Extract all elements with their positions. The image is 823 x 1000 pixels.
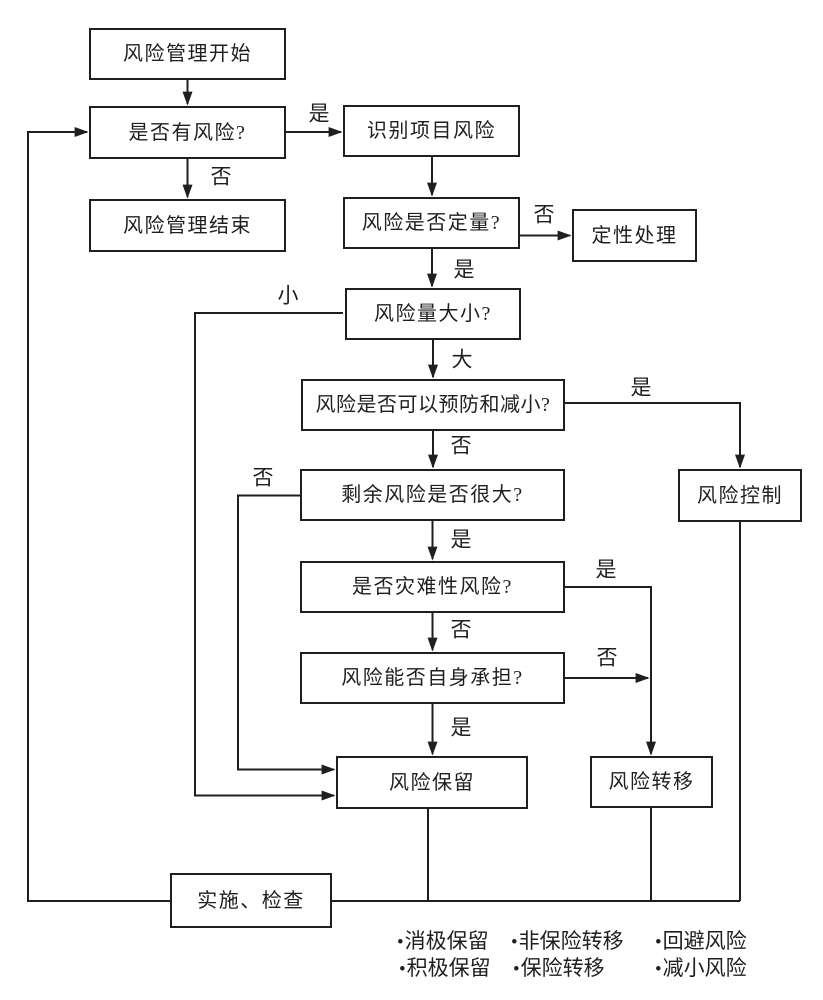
edge-prevent-yes-control [565, 402, 745, 469]
edge-label-no-qualitative: 否 [533, 202, 555, 227]
edge-label-yes-from-catastrophic: 是 [595, 557, 617, 582]
legend-label: 回避风险 [662, 929, 747, 953]
edge-label-no-from-selfbear: 否 [596, 645, 618, 670]
legend-item-insurance-transfer: •保险转移 [513, 956, 605, 981]
edge-label-yes-magnitude: 是 [453, 257, 475, 282]
legend-item-passive-retention: •消极保留 [397, 929, 489, 954]
edge-label-no-selfbear: 否 [450, 617, 472, 642]
edge-residual-no-retention [237, 494, 336, 775]
node-control: 风险控制 [678, 469, 802, 522]
legend-item-noninsurance-transfer: •非保险转移 [511, 929, 624, 954]
edge-label-no-from-residual: 否 [252, 465, 274, 490]
node-magnitude: 风险量大小? [345, 288, 521, 340]
edge-magnitude-small-retention [194, 312, 343, 801]
bullet-icon: • [513, 959, 520, 980]
legend-label: 消极保留 [404, 929, 489, 953]
edge-label-big: 大 [451, 347, 473, 372]
bullet-icon: • [397, 932, 404, 953]
legend-label: 积极保留 [406, 956, 491, 980]
node-retention: 风险保留 [336, 756, 528, 809]
node-quantify: 风险是否定量? [343, 197, 520, 249]
node-identify: 识别项目风险 [343, 105, 520, 157]
bullet-icon: • [399, 959, 406, 980]
edge-label-yes-retention: 是 [450, 715, 472, 740]
edge-catastrophic-yes-transfer [565, 586, 656, 756]
legend-label: 减小风险 [662, 956, 747, 980]
legend-label: 保险转移 [520, 956, 605, 980]
legend-item-reduce-risk: •减小风险 [655, 956, 747, 981]
node-residual: 剩余风险是否很大? [300, 469, 565, 521]
edge-label-yes-control: 是 [630, 375, 652, 400]
edge-loop-to-hasrisk [27, 127, 170, 902]
edge-label-small: 小 [277, 283, 299, 308]
node-prevent: 风险是否可以预防和减小? [301, 379, 565, 431]
node-implement: 实施、检查 [170, 873, 332, 928]
edge-label-no-end: 否 [210, 164, 232, 189]
legend-item-avoid-risk: •回避风险 [655, 929, 747, 954]
node-qualitative: 定性处理 [572, 209, 697, 262]
legend-item-active-retention: •积极保留 [399, 956, 491, 981]
node-start: 风险管理开始 [89, 28, 286, 80]
edge-label-yes-identify: 是 [308, 101, 330, 126]
node-transfer: 风险转移 [590, 756, 713, 808]
edge-label-no-residual: 否 [450, 433, 472, 458]
bullet-icon: • [655, 959, 662, 980]
bullet-icon: • [511, 932, 518, 953]
node-catastrophic: 是否灾难性风险? [300, 561, 565, 613]
node-end: 风险管理结束 [89, 199, 286, 252]
node-self-bear: 风险能否自身承担? [300, 652, 565, 704]
legend-label: 非保险转移 [518, 929, 624, 953]
edge-label-yes-catastrophic: 是 [450, 527, 472, 552]
node-has-risk: 是否有风险? [89, 106, 286, 159]
bullet-icon: • [655, 932, 662, 953]
